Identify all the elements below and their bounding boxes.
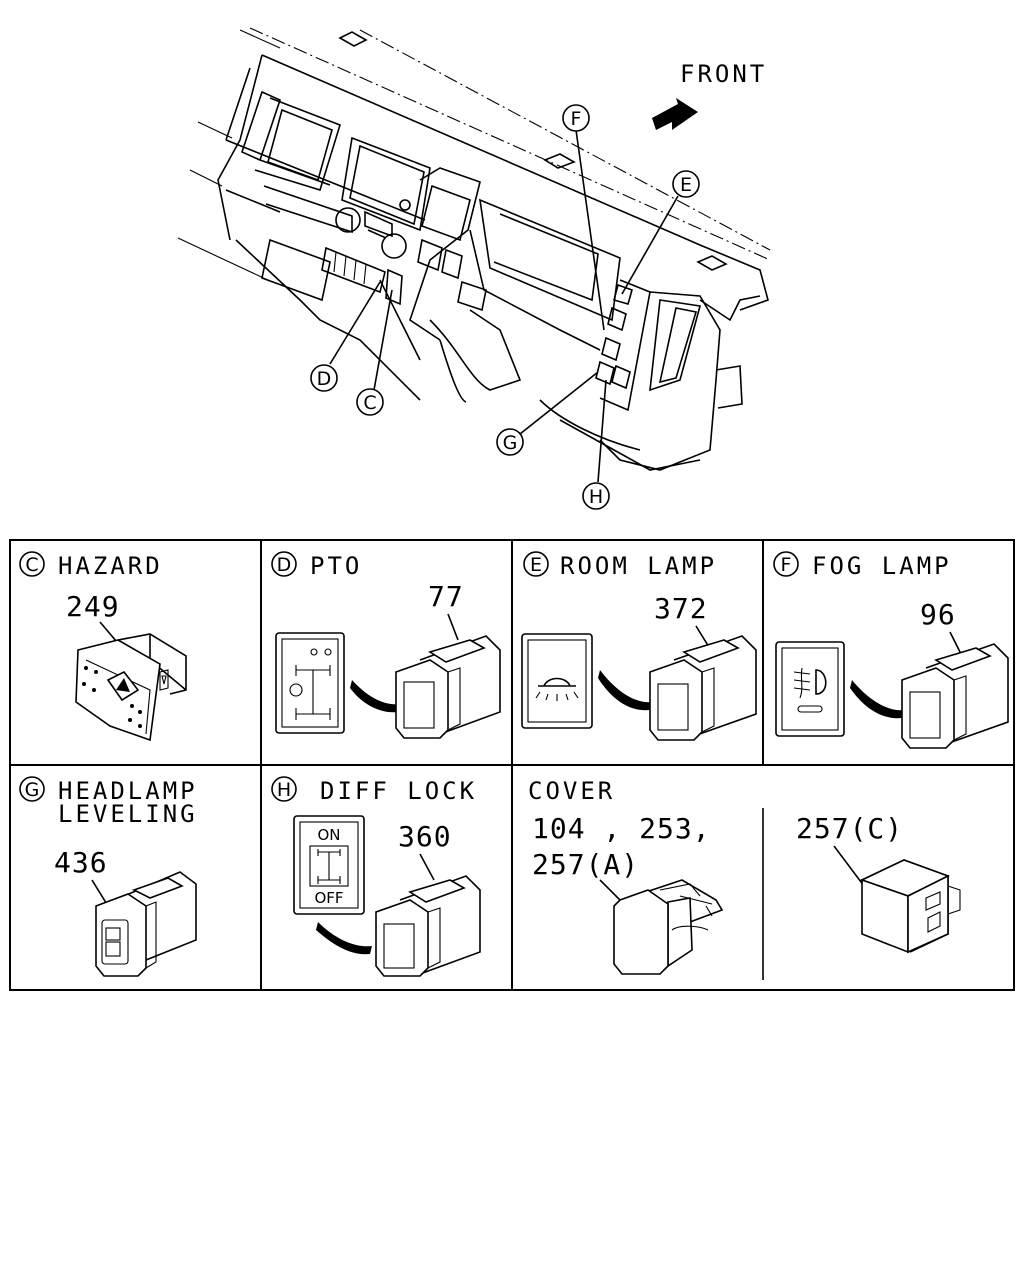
panel-title-line2: LEVELING	[58, 800, 198, 828]
part-number: 360	[398, 820, 452, 853]
callout-h: H	[582, 482, 610, 510]
panel-letter: D	[277, 554, 292, 576]
switch-on-label: ON	[317, 826, 340, 844]
part-number: 96	[920, 598, 956, 631]
panel-letter: C	[25, 554, 38, 576]
panel-title: HAZARD	[58, 552, 163, 580]
pto-symbol-icon	[275, 632, 345, 734]
part-number: 77	[428, 580, 464, 613]
panel-pto: D PTO 77	[271, 551, 501, 739]
part-numbers-line2: 257(A)	[532, 848, 639, 881]
panel-title: ROOM LAMP	[560, 552, 717, 580]
panel-room-lamp: E ROOM LAMP 372	[521, 551, 757, 741]
diff-lock-switch-icon	[375, 875, 481, 977]
panel-title-line1: HEADLAMP	[58, 777, 198, 805]
switch-off-label: OFF	[314, 889, 343, 907]
panel-letter: G	[25, 779, 40, 801]
front-label: FRONT	[680, 60, 767, 88]
panel-letter: H	[277, 779, 291, 801]
front-arrow-icon	[652, 98, 698, 130]
dashboard-overview: FRONT F E D C G H	[177, 27, 771, 510]
panel-title: COVER	[528, 777, 615, 805]
panel-title: PTO	[310, 552, 362, 580]
panel-title: FOG LAMP	[812, 552, 952, 580]
callout-c: C	[356, 388, 384, 416]
callout-g: G	[496, 428, 524, 456]
part-numbers-line1: 104 , 253,	[532, 812, 711, 845]
svg-text:F: F	[571, 108, 582, 130]
room-lamp-symbol-icon	[521, 633, 593, 729]
panel-diff-lock: H DIFF LOCK 360 ON OFF	[271, 776, 481, 977]
panel-letter: F	[781, 554, 792, 576]
fog-lamp-switch-icon	[901, 643, 1009, 749]
part-number: 436	[54, 846, 108, 879]
callout-d: D	[310, 364, 338, 392]
cover-a-icon	[613, 879, 724, 975]
panel-cover: COVER 104 , 253, 257(A) 257(C)	[528, 777, 961, 975]
svg-text:H: H	[589, 486, 603, 508]
part-number: 372	[654, 592, 708, 625]
svg-text:E: E	[680, 174, 692, 196]
diff-lock-symbol-icon: ON OFF	[293, 815, 365, 915]
callout-f: F	[562, 104, 590, 132]
panel-fog-lamp: F FOG LAMP 96	[773, 551, 1009, 749]
parts-table	[9, 539, 1015, 991]
panel-headlamp-leveling: G HEADLAMP LEVELING 436	[19, 776, 198, 977]
svg-text:C: C	[363, 392, 376, 414]
headlamp-leveling-switch-icon	[95, 871, 197, 977]
part-number-right: 257(C)	[796, 812, 903, 845]
room-lamp-switch-icon	[649, 635, 757, 741]
fog-lamp-symbol-icon	[775, 641, 845, 737]
panel-title: DIFF LOCK	[320, 777, 477, 805]
pto-switch-icon	[395, 635, 501, 739]
svg-text:D: D	[317, 368, 332, 390]
panel-hazard: C HAZARD 249	[19, 551, 187, 742]
callout-e: E	[672, 170, 700, 198]
cover-c-icon	[859, 859, 961, 954]
svg-text:G: G	[503, 432, 518, 454]
part-number: 249	[66, 590, 120, 623]
panel-letter: E	[530, 554, 542, 576]
hazard-switch-icon	[75, 633, 187, 742]
